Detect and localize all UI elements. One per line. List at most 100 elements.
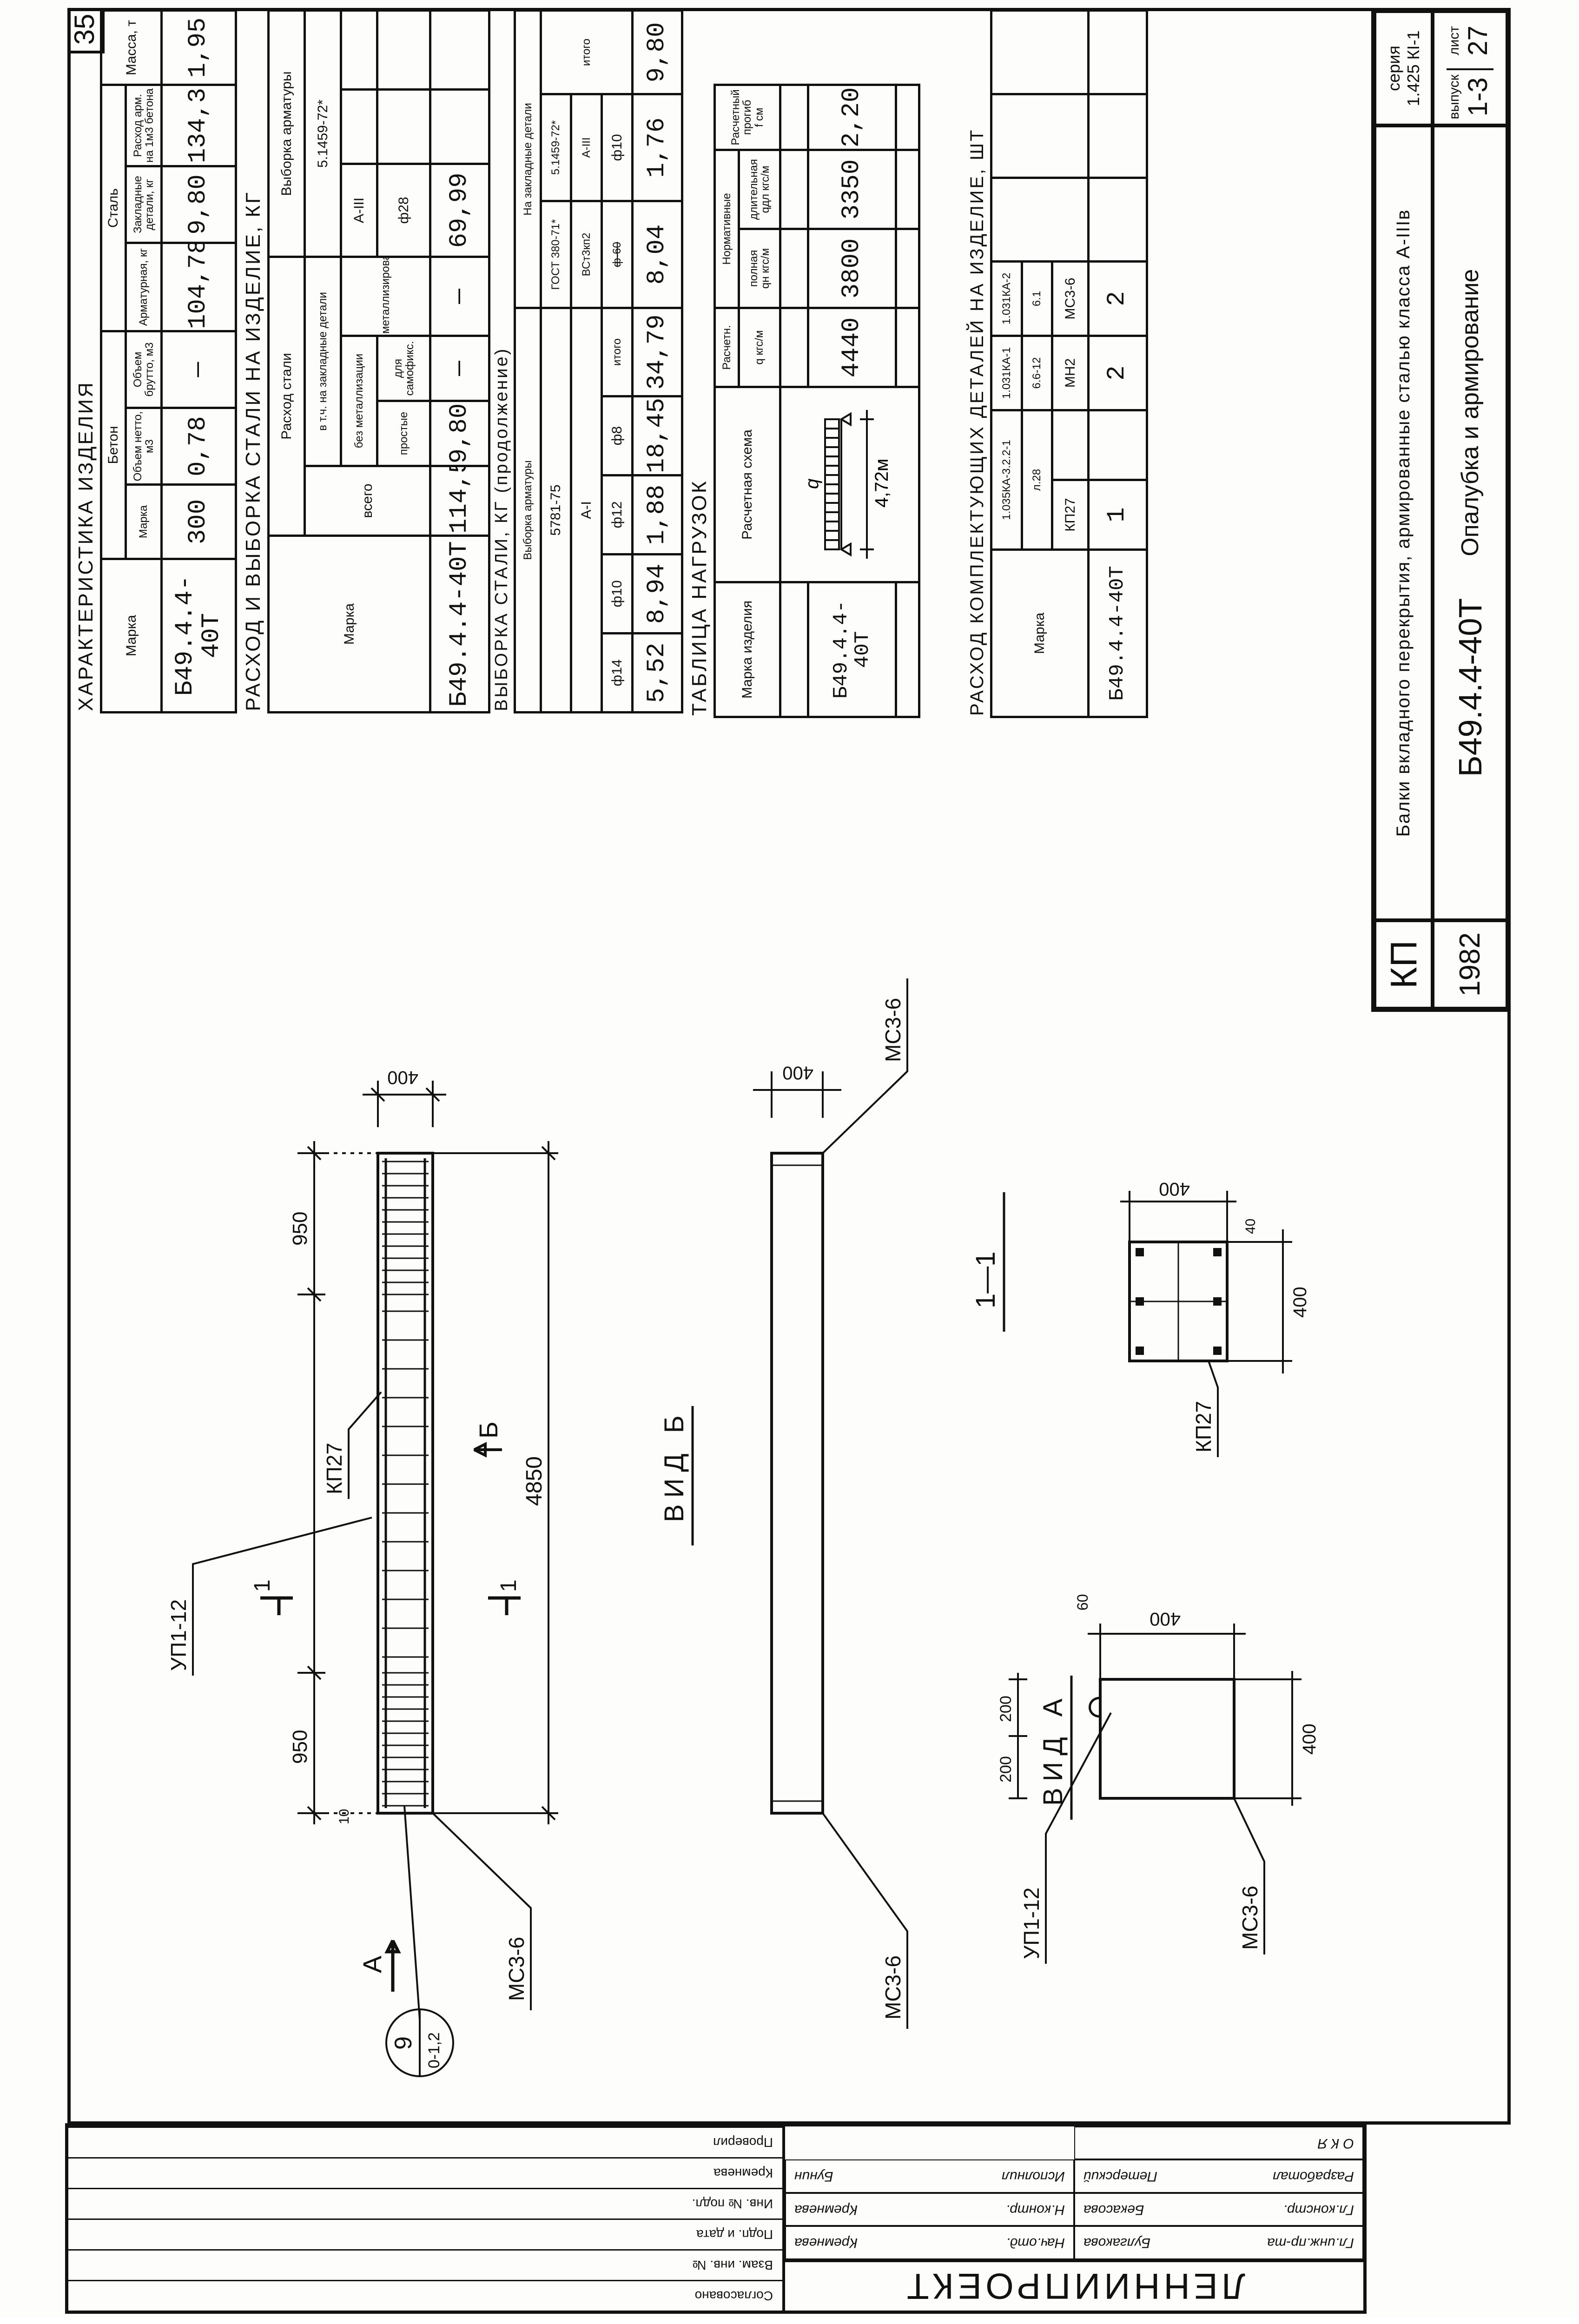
role-name: Кремнева — [794, 2235, 858, 2251]
dimension-4850 — [433, 1141, 558, 1824]
stirrups — [382, 1161, 429, 1807]
title-name: Балки вкладного перекрытия, армированные… — [1374, 125, 1433, 920]
role-name: Бекасова — [1083, 2202, 1144, 2218]
section-mark-1 — [260, 1596, 521, 1615]
dim-400-view-a-h: 400 — [1299, 1723, 1320, 1755]
label-kp27: КП27 — [1191, 1401, 1216, 1452]
load-scheme-diagram: q 4,72м — [802, 410, 892, 559]
dim-400-section-v: 400 — [1159, 1179, 1190, 1199]
role-row: Н.контр. Кремнева — [785, 2193, 1074, 2226]
distributed-load-icon — [824, 410, 874, 559]
dim-4850: 4850 — [522, 1456, 547, 1506]
label-ms3-6: МС3-6 — [1238, 1886, 1262, 1950]
dim-200: 200 — [997, 1696, 1015, 1722]
issue-value: 1-3 — [1463, 77, 1493, 117]
agreed-label: Согласовано — [68, 2280, 782, 2311]
role-title: Разработал — [1273, 2169, 1354, 2185]
dim-400-side: 400 — [782, 1063, 813, 1083]
title-mark-cell: Б49.4.4-40Т Опалубка и армирование — [1433, 125, 1507, 920]
label-ms3-6: МС3-6 — [881, 1955, 905, 2020]
role-title: Нач.отд. — [1006, 2235, 1065, 2251]
dim-60: 60 — [1074, 1594, 1091, 1611]
approval-row: Взам. инв. № — [68, 2249, 782, 2280]
dimension-950 — [297, 1141, 378, 1824]
title-block: КП Балки вкладного перекрытия, армирован… — [1371, 8, 1511, 1012]
title-sheet-name: Опалубка и армирование — [1456, 269, 1484, 556]
label-up1-12: УП1-12 — [1019, 1888, 1044, 1959]
role-name: Кремнева — [794, 2202, 858, 2218]
section-dimensions — [1120, 1191, 1292, 1457]
role-row: Гл.констр. Бекасова — [1074, 2193, 1363, 2226]
label-ms3-6: МС3-6 — [881, 998, 905, 1062]
loads-table: Марка изделия Расчетная схема Расчетн. Н… — [714, 84, 920, 718]
stage-cell: О К Я — [1074, 2126, 1363, 2160]
stage-label: О К Я — [1317, 2135, 1354, 2151]
section-label: 1 — [496, 1579, 521, 1592]
organization-name: ЛЕННИИПРОЕКТ — [785, 2259, 1363, 2311]
view-a-arrow-label: А — [357, 1955, 387, 1973]
lifting-loop-icon — [1089, 1697, 1101, 1718]
approval-stamp: ЛЕННИИПРОЕКТ Гл.инж.пр-та Булгакова Нач.о… — [65, 2123, 1367, 2314]
role-row: Исполнил Бунин — [785, 2159, 1074, 2193]
role-name: Петерский — [1083, 2169, 1157, 2185]
callout-top: 9 — [390, 2036, 417, 2050]
role-title: Н.контр. — [1005, 2202, 1065, 2218]
beam-side-outline — [770, 1152, 824, 1815]
roles-grid: Гл.инж.пр-та Булгакова Нач.отд. Кремнева Г… — [785, 2126, 1363, 2259]
title-code: КП — [1374, 920, 1433, 1009]
view-a-title: ВИД А — [1038, 1692, 1068, 1806]
title-year: 1982 — [1433, 920, 1507, 1009]
leader-lines-view-b — [753, 978, 908, 2029]
section-label: 1 — [250, 1579, 275, 1592]
approval-row: Инв. № подл. — [68, 2188, 782, 2218]
leader-lines — [192, 1391, 532, 2077]
dim-10: 10 — [337, 1809, 352, 1824]
view-b-arrow-label: Б — [474, 1421, 503, 1439]
section-bars — [1136, 1248, 1222, 1355]
approval-row: Проверил — [68, 2126, 782, 2157]
series-value: 1.425 КI-1 — [1403, 30, 1423, 106]
view-a-outline — [1099, 1678, 1235, 1800]
role-row: Разработал Петерский — [1074, 2159, 1363, 2193]
role-name: Булгакова — [1083, 2235, 1151, 2251]
scheme-cell: q 4,72м — [780, 387, 919, 582]
role-title: Гл.инж.пр-та — [1267, 2235, 1354, 2251]
issue-label: выпуск — [1447, 74, 1462, 119]
scheme-q-label: q — [802, 479, 822, 489]
title-mark: Б49.4.4-40Т — [1452, 598, 1488, 777]
agreement-block: Согласовано Взам. инв. № Подп. и дата Ин… — [68, 2126, 782, 2311]
dim-950-right: 950 — [289, 1212, 311, 1246]
dim-400-section-h: 400 — [1290, 1287, 1310, 1318]
label-ms3-6: МС3-6 — [504, 1937, 529, 2001]
approval-row: Подп. и дата — [68, 2218, 782, 2249]
role-title: Исполнил — [1001, 2169, 1065, 2185]
series-label: серия — [1384, 46, 1403, 91]
view-b-arrow-icon — [473, 1442, 502, 1458]
section-title: 1—1 — [971, 1251, 1001, 1308]
organization-block: ЛЕННИИПРОЕКТ Гл.инж.пр-та Булгакова Нач.о… — [782, 2126, 1363, 2311]
dim-400-plan: 400 — [387, 1067, 418, 1088]
role-row: Нач.отд. Кремнева — [785, 2226, 1074, 2259]
dim-950-left: 950 — [289, 1730, 311, 1764]
sheet-value: 27 — [1463, 26, 1493, 56]
approval-row: Кремнева — [68, 2157, 782, 2188]
sheet-label: лист — [1447, 26, 1462, 56]
role-row: Гл.инж.пр-та Булгакова — [1074, 2226, 1363, 2259]
view-b-title: ВИД Б — [659, 1409, 689, 1522]
view-a-dimensions — [1009, 1624, 1302, 1964]
label-kp27: КП27 — [322, 1443, 346, 1494]
dim-400-view-a-v: 400 — [1150, 1609, 1181, 1629]
dim-40: 40 — [1243, 1219, 1258, 1234]
scheme-span-label: 4,72м — [872, 459, 892, 508]
role-title: Гл.констр. — [1283, 2202, 1354, 2218]
view-a-arrow-icon — [384, 1940, 401, 1992]
dim-200: 200 — [997, 1756, 1015, 1783]
label-up1-12: УП1-12 — [166, 1599, 191, 1671]
role-name: Бунин — [794, 2169, 833, 2185]
